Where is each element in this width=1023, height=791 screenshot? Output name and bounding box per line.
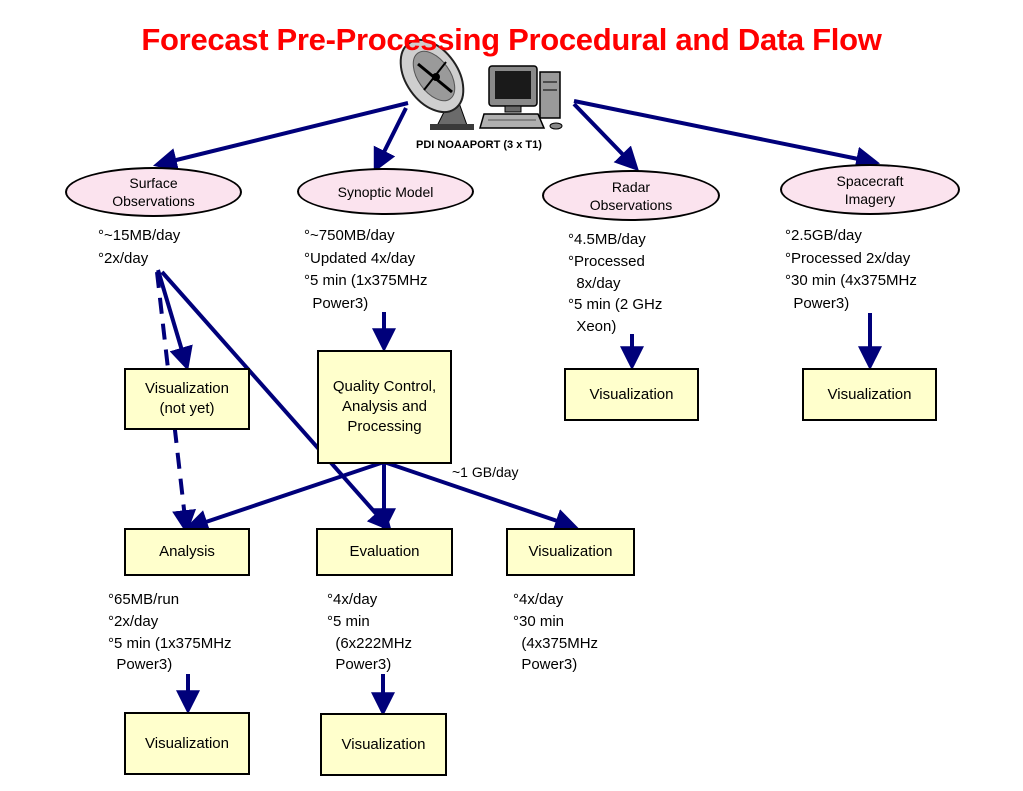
spacecraft-visualization-box: Visualization xyxy=(802,368,937,421)
arrow-source-to-spacecraft xyxy=(573,99,881,171)
evaluation-notes: °4x/day°5 min (6x222MHz Power3) xyxy=(327,591,413,674)
radar-visualization-box: Visualization xyxy=(564,368,699,421)
arrow-qc-to-visualization xyxy=(383,460,579,532)
surface-notes: °~15MB/day°2x/day xyxy=(98,227,181,267)
analysis-visualization-box: Visualization xyxy=(124,712,250,775)
analysis-box: Analysis xyxy=(124,528,250,576)
diagram-title: Forecast Pre-Processing Procedural and D… xyxy=(141,22,882,57)
computer-workstation-icon xyxy=(479,65,563,130)
visualization-not-yet-box: Visualization(not yet) xyxy=(124,368,250,430)
arrow-surface-to-analysis-dashed xyxy=(155,271,197,535)
evaluation-box: Evaluation xyxy=(316,528,453,576)
evaluation-visualization-box: Visualization xyxy=(320,713,447,776)
arrow-surface-to-vis-notyet xyxy=(156,269,193,371)
arrow-source-to-surface xyxy=(153,101,409,172)
analysis-notes: °65MB/run°2x/day °5 min (1x375MHz Power3… xyxy=(108,591,232,674)
arrow-qc-to-analysis xyxy=(184,460,385,534)
arrow-source-to-radar xyxy=(572,102,640,172)
output-visualization-box: Visualization xyxy=(506,528,635,576)
satellite-dish-icon xyxy=(399,38,474,130)
arrow-source-to-synoptic xyxy=(373,107,408,173)
synoptic-model-node: Synoptic Model xyxy=(297,168,474,215)
source-label: PDI NOAAPORT (3 x T1) xyxy=(416,139,542,151)
synoptic-notes: °~750MB/day°Updated 4x/day °5 min (1x375… xyxy=(304,227,428,312)
radar-notes: °4.5MB/day°Processed 8x/day°5 min (2 GHz… xyxy=(568,231,663,336)
spacecraft-notes: °2.5GB/day°Processed 2x/day °30 min (4x3… xyxy=(785,227,917,312)
arrow-surface-to-evaluation xyxy=(160,270,392,532)
visualization-notes: °4x/day°30 min (4x375MHz Power3) xyxy=(513,591,599,674)
qc-output-label: ~1 GB/day xyxy=(452,464,519,480)
